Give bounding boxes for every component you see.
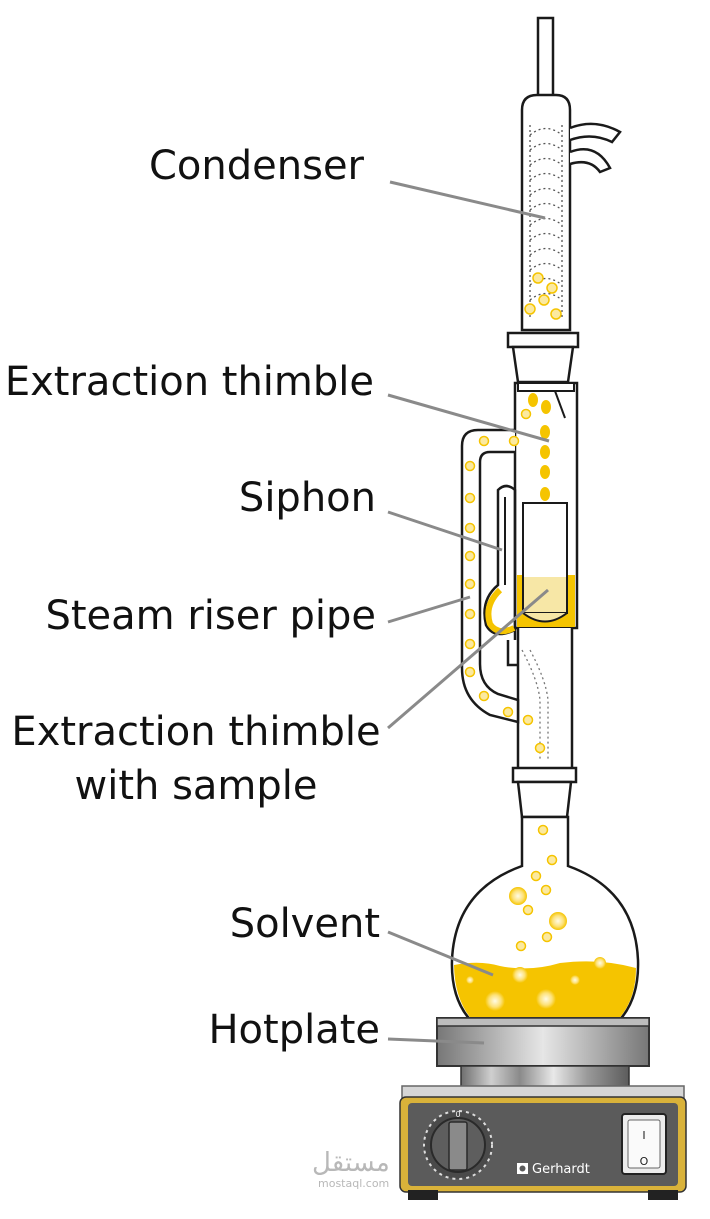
- label-solvent: Solvent: [229, 901, 380, 947]
- leader-siphon: [387, 510, 503, 552]
- extractor-joint-taper: [516, 780, 573, 819]
- condenser-top-tube: [536, 16, 555, 100]
- leader-hotplate: [387, 1037, 485, 1045]
- label-thimble-with-sample-2: with sample: [74, 763, 318, 809]
- siphon-solvent: [485, 587, 516, 635]
- leader-lines: [387, 180, 550, 1045]
- droplets: [464, 272, 606, 1011]
- label-thimble-with-sample-1: Extraction thimble: [11, 709, 381, 755]
- label-steam-riser-pipe: Steam riser pipe: [45, 593, 376, 639]
- siphon-part: [483, 484, 518, 667]
- water-inlet-tube: [569, 122, 622, 144]
- label-siphon: Siphon: [238, 475, 376, 521]
- dial-mark: 0: [455, 1110, 460, 1119]
- switch-off-mark: O: [640, 1155, 649, 1168]
- steam-riser-pipe: [460, 428, 520, 724]
- leader-condenser: [389, 180, 546, 220]
- label-extraction-thimble: Extraction thimble: [4, 359, 374, 405]
- condenser-joint-taper: [511, 345, 575, 384]
- condenser-coil: [529, 125, 563, 320]
- label-condenser: Condenser: [149, 143, 364, 189]
- condenser-jacket: [520, 93, 572, 332]
- watermark-arabic: مستقل: [312, 1148, 390, 1178]
- hotplate-part: [399, 1017, 687, 1200]
- leader-extraction-thimble: [387, 393, 550, 443]
- extractor-joint: [511, 766, 578, 784]
- brand-name: Gerhardt: [532, 1162, 590, 1177]
- hotplate-column: [460, 1065, 630, 1089]
- label-hotplate: Hotplate: [208, 1007, 380, 1053]
- condenser-part: [506, 16, 622, 384]
- hotplate-top: [401, 1085, 685, 1099]
- switch-on-mark: I: [642, 1129, 645, 1142]
- leader-thimble-with-sample: [387, 588, 549, 730]
- watermark-site: mostaql.com: [318, 1177, 390, 1190]
- leader-solvent: [387, 930, 494, 977]
- condenser-joint: [506, 331, 580, 349]
- water-outlet-tube: [569, 148, 612, 174]
- chamber-top-lip: [517, 382, 575, 392]
- leader-steam-riser-pipe: [387, 595, 471, 624]
